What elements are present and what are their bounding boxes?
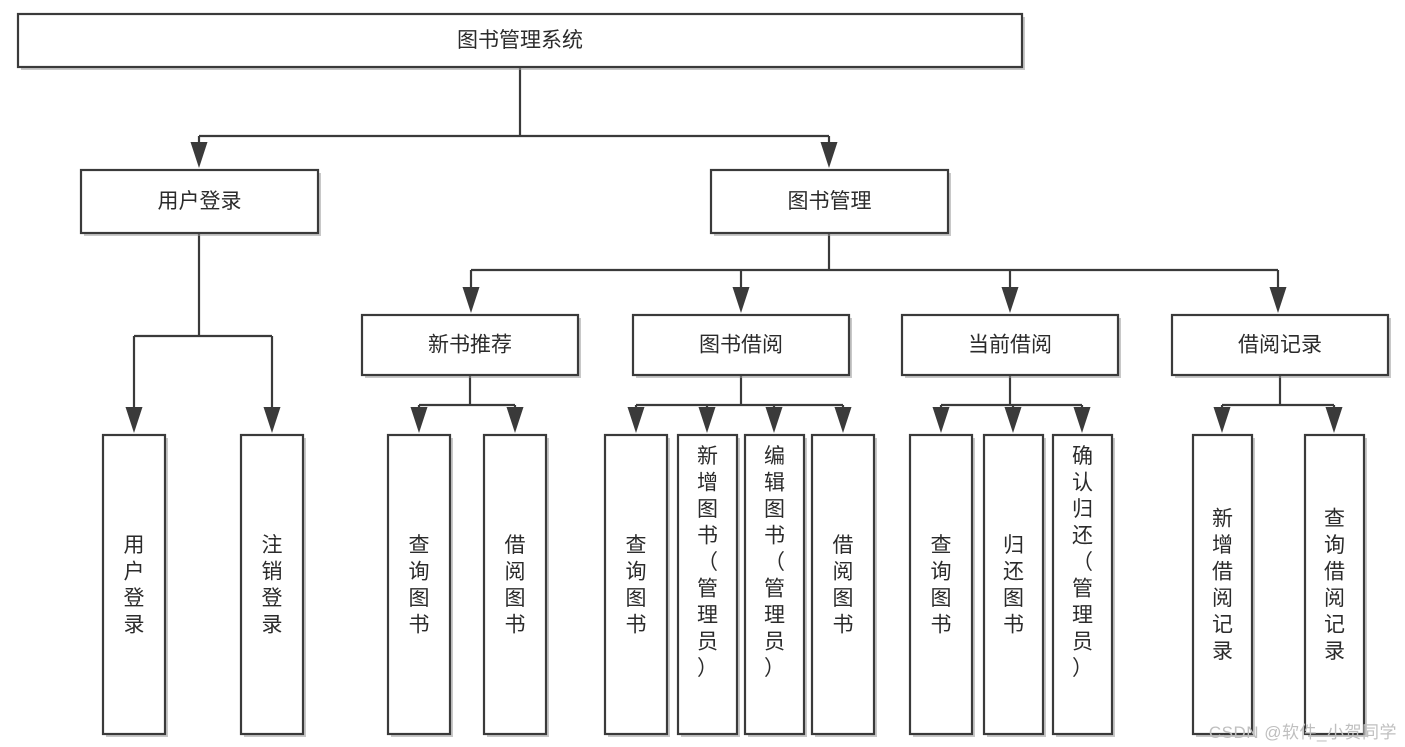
arrow-head-icon bbox=[1325, 407, 1343, 433]
node-rect[interactable] bbox=[101, 433, 167, 736]
node-leaf-user-logout[interactable]: 注销登录 bbox=[239, 433, 306, 737]
arrow-head-icon bbox=[698, 407, 716, 433]
arrow-head-icon bbox=[627, 407, 645, 433]
arrow-head-icon bbox=[125, 407, 143, 433]
node-rect[interactable] bbox=[900, 313, 1120, 377]
arrow-head-icon bbox=[506, 407, 524, 433]
node-rect[interactable] bbox=[1303, 433, 1366, 736]
node-label: 查询借阅记录 bbox=[1324, 508, 1345, 664]
node-label: 借阅图书 bbox=[833, 534, 854, 637]
arrow-head-icon bbox=[1269, 287, 1287, 313]
node-label: 用户登录 bbox=[124, 534, 145, 637]
node-borrow-record[interactable]: 借阅记录 bbox=[1170, 313, 1391, 378]
node-leaf-borrow-book-recommend[interactable]: 借阅图书 bbox=[482, 433, 549, 737]
node-label: 编辑图书（管理员） bbox=[764, 445, 785, 680]
node-label: 查询图书 bbox=[931, 534, 952, 637]
node-rect[interactable] bbox=[239, 433, 305, 736]
node-leaf-return-book[interactable]: 归还图书 bbox=[982, 433, 1046, 737]
arrow-head-icon bbox=[410, 407, 428, 433]
arrow-head-icon bbox=[263, 407, 281, 433]
node-leaf-borrow-book[interactable]: 借阅图书 bbox=[810, 433, 877, 737]
node-label: 当前借阅 bbox=[968, 334, 1052, 357]
node-leaf-add-borrow-record[interactable]: 新增借阅记录 bbox=[1191, 433, 1255, 737]
node-rect[interactable] bbox=[908, 433, 974, 736]
node-label: 新书推荐 bbox=[428, 334, 512, 357]
node-label: 图书借阅 bbox=[699, 334, 783, 357]
node-rect[interactable] bbox=[16, 12, 1024, 69]
node-current-borrow[interactable]: 当前借阅 bbox=[900, 313, 1121, 378]
node-rect[interactable] bbox=[360, 313, 580, 377]
node-leaf-query-borrow-record[interactable]: 查询借阅记录 bbox=[1303, 433, 1367, 737]
node-label: 新增图书（管理员） bbox=[697, 445, 718, 680]
node-leaf-user-login[interactable]: 用户登录 bbox=[101, 433, 168, 737]
node-leaf-query-book-borrow[interactable]: 查询图书 bbox=[603, 433, 670, 737]
node-rect[interactable] bbox=[1051, 433, 1114, 736]
node-leaf-query-book-recommend[interactable]: 查询图书 bbox=[386, 433, 453, 737]
arrow-head-icon bbox=[765, 407, 783, 433]
node-leaf-query-book-current[interactable]: 查询图书 bbox=[908, 433, 975, 737]
node-label: 借阅记录 bbox=[1238, 334, 1322, 357]
arrow-head-icon bbox=[732, 287, 750, 313]
node-new-book-recommend[interactable]: 新书推荐 bbox=[360, 313, 581, 378]
arrow-head-icon bbox=[932, 407, 950, 433]
arrow-head-icon bbox=[462, 287, 480, 313]
node-book-borrow[interactable]: 图书借阅 bbox=[631, 313, 852, 378]
node-leaf-edit-book-admin[interactable]: 编辑图书（管理员） bbox=[743, 433, 807, 737]
node-rect[interactable] bbox=[79, 168, 320, 235]
node-label: 注销登录 bbox=[262, 534, 283, 637]
node-rect[interactable] bbox=[743, 433, 806, 736]
node-leaf-add-book-admin[interactable]: 新增图书（管理员） bbox=[676, 433, 740, 737]
arrow-head-icon bbox=[1004, 407, 1022, 433]
node-rect[interactable] bbox=[709, 168, 950, 235]
node-user-login[interactable]: 用户登录 bbox=[79, 168, 321, 236]
node-rect[interactable] bbox=[631, 313, 851, 377]
node-label: 确认归还（管理员） bbox=[1072, 445, 1093, 680]
node-label: 新增借阅记录 bbox=[1212, 508, 1233, 664]
node-label: 查询图书 bbox=[626, 534, 647, 637]
arrow-head-icon bbox=[1073, 407, 1091, 433]
node-label: 图书管理 bbox=[788, 190, 872, 213]
node-root[interactable]: 图书管理系统 bbox=[16, 12, 1025, 70]
node-rect[interactable] bbox=[386, 433, 452, 736]
node-label: 借阅图书 bbox=[505, 534, 526, 637]
arrow-head-icon bbox=[1213, 407, 1231, 433]
node-rect[interactable] bbox=[482, 433, 548, 736]
arrow-head-icon bbox=[834, 407, 852, 433]
node-label: 归还图书 bbox=[1003, 534, 1024, 637]
arrow-head-icon bbox=[190, 142, 208, 168]
node-rect[interactable] bbox=[982, 433, 1045, 736]
node-rect[interactable] bbox=[603, 433, 669, 736]
node-rect[interactable] bbox=[676, 433, 739, 736]
node-label: 用户登录 bbox=[158, 190, 242, 213]
node-rect[interactable] bbox=[1170, 313, 1390, 377]
node-label: 图书管理系统 bbox=[457, 29, 583, 52]
node-rect[interactable] bbox=[1191, 433, 1254, 736]
connectors-layer bbox=[125, 67, 1343, 433]
node-rect[interactable] bbox=[810, 433, 876, 736]
nodes-layer: 图书管理系统用户登录图书管理新书推荐图书借阅当前借阅借阅记录用户登录注销登录查询… bbox=[16, 12, 1391, 737]
node-book-management[interactable]: 图书管理 bbox=[709, 168, 951, 236]
node-label: 查询图书 bbox=[409, 534, 430, 637]
node-leaf-confirm-return-admin[interactable]: 确认归还（管理员） bbox=[1051, 433, 1115, 737]
arrow-head-icon bbox=[1001, 287, 1019, 313]
arrow-head-icon bbox=[820, 142, 838, 168]
